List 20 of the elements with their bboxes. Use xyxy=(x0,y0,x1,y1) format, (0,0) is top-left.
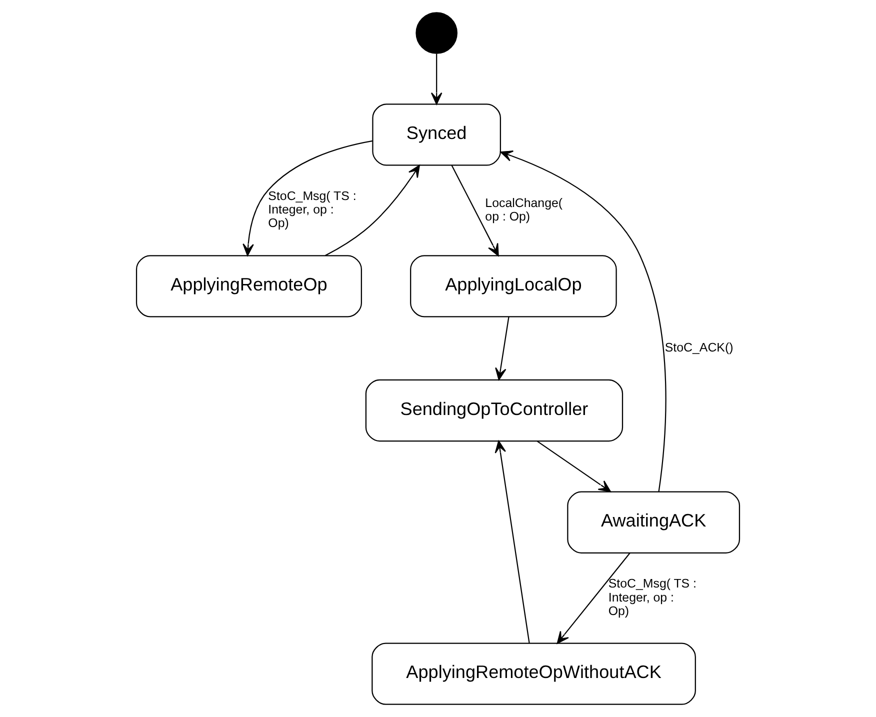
edge-label: StoC_Msg( TS : Integer, op : Op) xyxy=(268,189,356,230)
arrow xyxy=(500,150,666,492)
arrow xyxy=(324,164,420,256)
arrow xyxy=(495,316,510,380)
node-box: ApplyingRemoteOp xyxy=(136,255,362,318)
edge-label: LocalChange( op : Op) xyxy=(485,196,563,224)
arrow xyxy=(537,440,611,492)
node-box: Synced xyxy=(372,104,501,166)
arrow xyxy=(430,54,442,105)
edge-label: StoC_Msg( TS : Integer, op : Op) xyxy=(608,576,697,618)
node-box: SendingOpToController xyxy=(365,379,624,442)
arrow xyxy=(494,440,530,644)
arrow xyxy=(242,140,373,256)
node-circle xyxy=(416,12,458,54)
arrow xyxy=(556,552,630,644)
arrow xyxy=(451,165,499,256)
edge-label: StoC_ACK() xyxy=(664,340,734,354)
node-box: ApplyingLocalOp xyxy=(410,255,617,318)
node-box: AwaitingACK xyxy=(567,491,740,554)
node-box: ApplyingRemoteOpWithoutACK xyxy=(372,642,696,705)
